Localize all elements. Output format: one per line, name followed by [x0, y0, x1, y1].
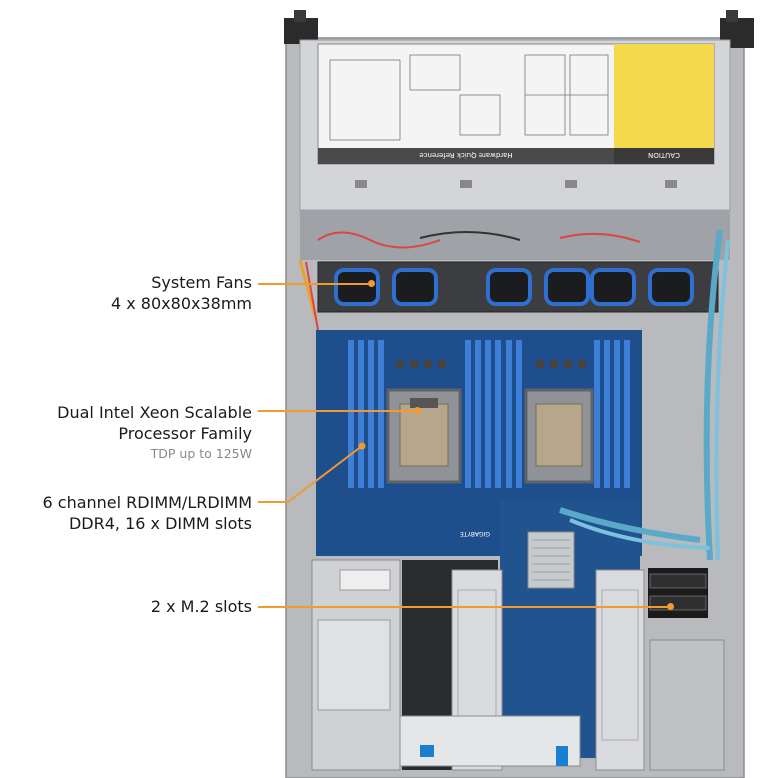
dimm-slots-right [506, 340, 630, 488]
quick-reference-title: Hardware Quick Reference [419, 151, 512, 159]
callout-system-fans: System Fans 4 x 80x80x38mm [111, 272, 252, 314]
callout-dot-cpu [414, 407, 421, 414]
callout-dimm: 6 channel RDIMM/LRDIMM DDR4, 16 x DIMM s… [43, 492, 253, 534]
cpu-socket-1 [386, 388, 462, 484]
callout-line-fans [258, 283, 370, 285]
riser-cage-2 [595, 569, 645, 771]
callout-dimm-line2: DDR4, 16 x DIMM slots [68, 514, 252, 533]
callout-line-m2 [258, 606, 670, 608]
caution-panel [614, 44, 714, 148]
callout-m2: 2 x M.2 slots [151, 596, 252, 617]
callout-cpu-line2: Processor Family [118, 424, 252, 443]
callout-dot-fans [368, 280, 375, 287]
callout-dimm-line1: 6 channel RDIMM/LRDIMM [42, 493, 253, 512]
board-brand: GIGABYTE [460, 530, 490, 537]
caution-title: CAUTION [648, 151, 680, 159]
callout-fans-line1: System Fans [151, 273, 252, 292]
fan-row [334, 268, 694, 306]
callout-cpu: Dual Intel Xeon Scalable Processor Famil… [57, 402, 252, 463]
m2-slots [648, 568, 708, 618]
callout-cpu-note: TDP up to 125W [150, 446, 252, 461]
callout-m2-line1: 2 x M.2 slots [150, 597, 252, 616]
callout-dot-m2 [667, 603, 674, 610]
callout-line-cpu [258, 410, 416, 412]
callout-fans-line2: 4 x 80x80x38mm [110, 294, 252, 313]
chipset-heatsink [527, 531, 575, 589]
dimm-slots-left [348, 340, 501, 488]
cpu-socket-2 [524, 388, 594, 484]
callout-cpu-line1: Dual Intel Xeon Scalable [57, 403, 252, 422]
callout-line-dimm [258, 442, 366, 503]
